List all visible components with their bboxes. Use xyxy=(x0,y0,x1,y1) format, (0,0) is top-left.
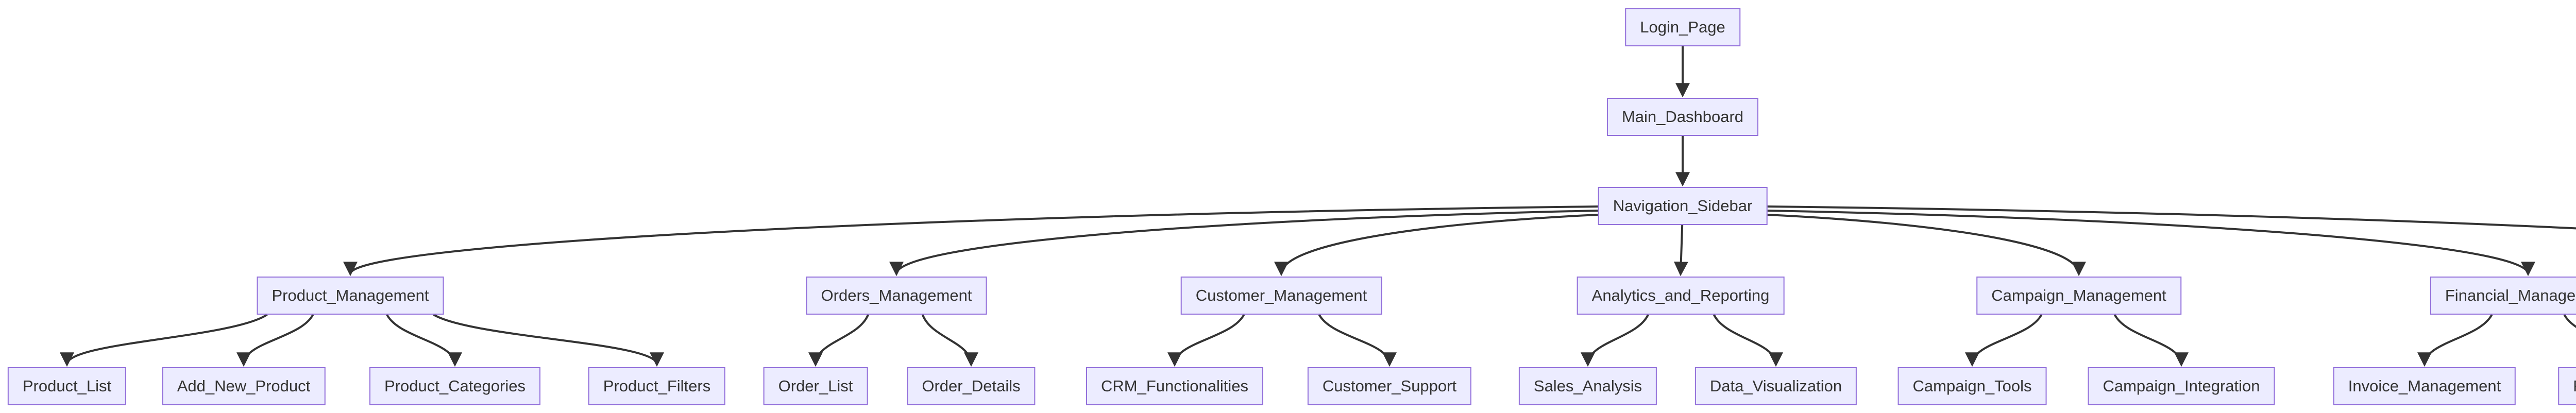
edge-customer_management-to-crm_functionalities xyxy=(1167,314,1245,367)
node-campaign_integration: Campaign_Integration xyxy=(2088,367,2275,405)
node-product_categories: Product_Categories xyxy=(369,367,540,405)
edge-navigation_sidebar-to-financial_management xyxy=(1767,210,2535,277)
edge-product_management-to-product_list xyxy=(60,314,268,367)
node-data_visualization: Data_Visualization xyxy=(1694,367,1857,405)
node-financial_management: Financial_Management xyxy=(2430,277,2576,315)
node-add_new_product: Add_New_Product xyxy=(162,367,326,405)
node-product_list: Product_List xyxy=(7,367,127,405)
node-customer_support: Customer_Support xyxy=(1307,367,1472,405)
edge-navigation_sidebar-to-campaign_management xyxy=(1767,214,2086,277)
node-product_management: Product_Management xyxy=(257,277,444,315)
node-product_filters: Product_Filters xyxy=(588,367,726,405)
node-sales_analysis: Sales_Analysis xyxy=(1518,367,1657,405)
edge-financial_management-to-invoice_management xyxy=(2417,314,2493,367)
edge-campaign_management-to-campaign_tools xyxy=(1965,314,2043,367)
node-orders_management: Orders_Management xyxy=(806,277,987,315)
edge-analytics_and_reporting-to-data_visualization xyxy=(1713,314,1783,367)
edge-product_management-to-add_new_product xyxy=(236,314,314,367)
node-order_list: Order_List xyxy=(763,367,868,405)
edge-navigation_sidebar-to-product_management xyxy=(343,205,1598,277)
edge-navigation_sidebar-to-analytics_and_reporting xyxy=(1673,225,1688,277)
edge-navigation_sidebar-to-settings_and_security xyxy=(1767,205,2576,230)
node-campaign_management: Campaign_Management xyxy=(1976,277,2181,315)
node-payment_status: Payment_Status xyxy=(2558,367,2576,405)
node-navigation_sidebar: Navigation_Sidebar xyxy=(1598,187,1768,225)
edge-analytics_and_reporting-to-sales_analysis xyxy=(1581,314,1649,367)
edge-orders_management-to-order_list xyxy=(808,314,869,367)
node-invoice_management: Invoice_Management xyxy=(2333,367,2516,405)
node-login_page: Login_Page xyxy=(1625,8,1740,46)
node-analytics_and_reporting: Analytics_and_Reporting xyxy=(1577,277,1785,315)
edge-financial_management-to-payment_status xyxy=(2563,314,2576,328)
edge-product_management-to-product_categories xyxy=(386,314,462,367)
node-main_dashboard: Main_Dashboard xyxy=(1606,98,1759,136)
edge-customer_management-to-customer_support xyxy=(1318,314,1397,367)
edge-campaign_management-to-campaign_integration xyxy=(2113,314,2189,367)
node-order_details: Order_Details xyxy=(907,367,1036,405)
edge-navigation_sidebar-to-customer_management xyxy=(1274,214,1598,277)
node-customer_management: Customer_Management xyxy=(1180,277,1382,315)
node-campaign_tools: Campaign_Tools xyxy=(1897,367,2047,405)
edge-product_management-to-product_filters xyxy=(433,314,664,367)
edge-navigation_sidebar-to-orders_management xyxy=(889,210,1598,277)
edge-orders_management-to-order_details xyxy=(921,314,978,367)
node-crm_functionalities: CRM_Functionalities xyxy=(1086,367,1263,405)
